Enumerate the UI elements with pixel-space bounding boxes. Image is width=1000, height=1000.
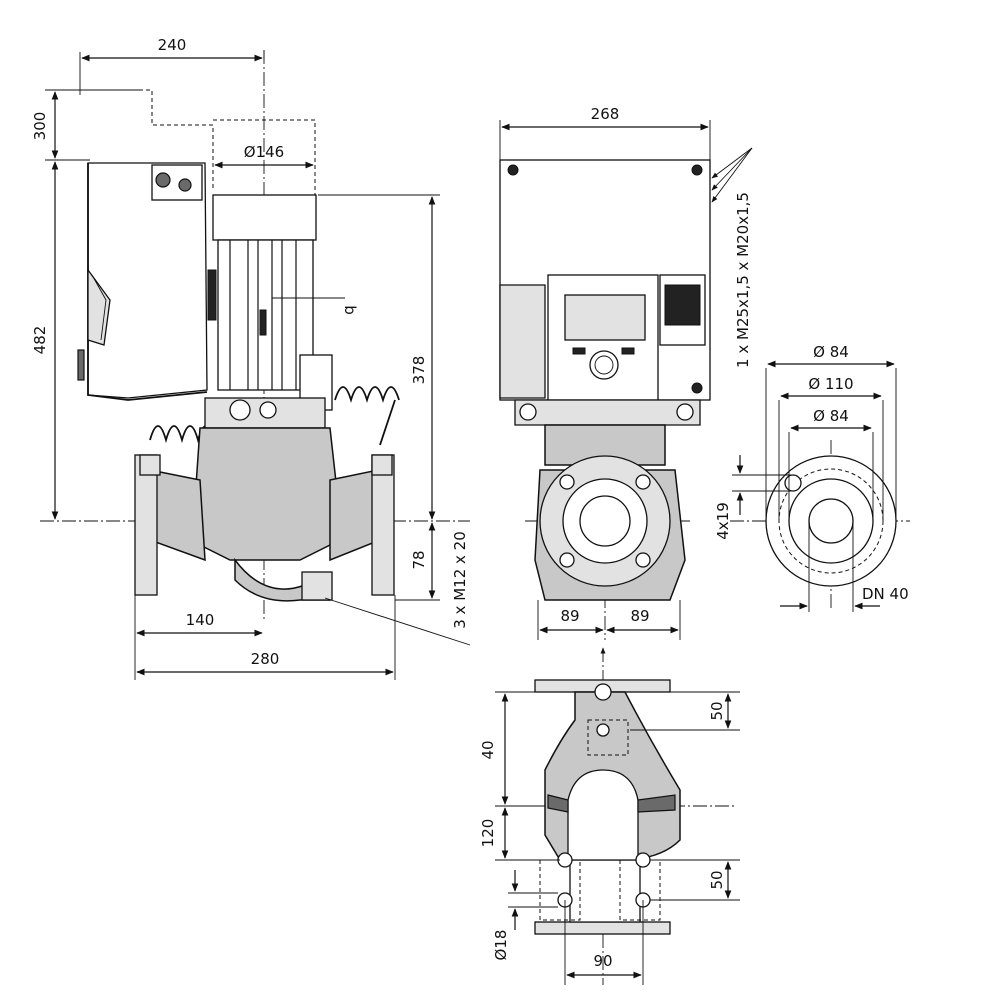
dim-bottom-40: 40 — [479, 740, 497, 759]
display-panel — [547, 274, 659, 401]
motor — [207, 194, 333, 411]
dim-bolt-circle: Ø 110 — [808, 375, 853, 393]
dim-length: 280 — [251, 650, 280, 668]
dim-total-height: 482 — [31, 326, 49, 355]
dim-bottom-50-top: 50 — [708, 701, 726, 720]
cable-glands-label: 1 x M25x1,5 x M20x1,5 — [734, 192, 752, 368]
dim-flange-holes: 4x19 — [714, 502, 732, 540]
marker-b: b — [341, 305, 359, 315]
control-knob-icon — [589, 350, 619, 380]
side-view: 240 300 482 Ø146 378 78 3 x M12 x 20 b 1… — [31, 36, 471, 680]
screws-label: 3 x M12 x 20 — [451, 531, 469, 629]
dim-width-top: 240 — [158, 36, 187, 54]
dim-flange-outer: Ø 84 — [813, 343, 849, 361]
dim-bottom-120: 120 — [479, 819, 497, 848]
bottom-flange — [534, 921, 671, 935]
dim-base-height: 78 — [410, 550, 428, 569]
flange-view: Ø 84 Ø 110 Ø 84 4x19 DN 40 — [714, 343, 910, 612]
pump-lantern — [204, 397, 326, 429]
display-screen — [564, 294, 646, 341]
right-key-icon — [621, 347, 635, 355]
nominal-diameter: DN 40 — [862, 585, 909, 603]
dim-clearance: 300 — [31, 112, 49, 141]
left-key-icon — [572, 347, 586, 355]
cable-coil-right — [334, 386, 400, 446]
dim-front-right: 89 — [630, 607, 649, 625]
dim-hole-diameter: Ø18 — [492, 930, 510, 961]
motor-clearance-outline — [213, 119, 316, 195]
pump-housing — [134, 427, 395, 602]
dim-front-left: 89 — [560, 607, 579, 625]
dim-flange-inner: Ø 84 — [813, 407, 849, 425]
dim-motor-diameter: Ø146 — [244, 143, 284, 161]
dim-bottom-90: 90 — [593, 952, 612, 970]
bottom-view: 40 120 50 50 Ø18 90 — [479, 647, 740, 985]
dim-half-length: 140 — [186, 611, 215, 629]
front-view: 268 1 x M25x1,5 x M20x1,5 89 89 — [499, 105, 753, 640]
dim-shaft-height: 378 — [410, 356, 428, 385]
dim-front-width: 268 — [591, 105, 620, 123]
dim-bottom-50-bottom: 50 — [708, 870, 726, 889]
electronics-module — [77, 162, 208, 401]
